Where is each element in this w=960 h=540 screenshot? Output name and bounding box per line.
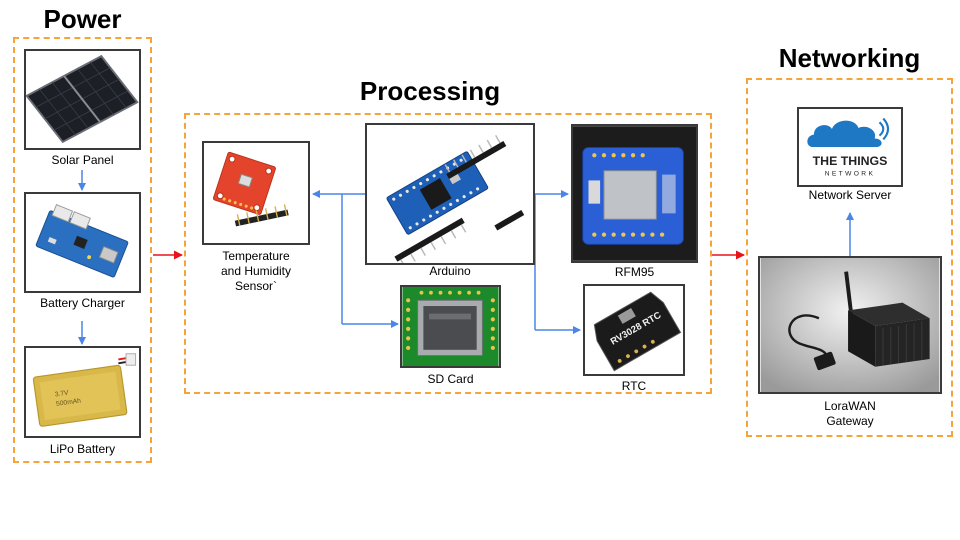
temperature-sensor-label: Temperature and Humidity Sensor`: [192, 249, 320, 294]
sd-card-image: [400, 285, 501, 368]
solar-panel-label: Solar Panel: [51, 153, 114, 167]
networking-title: Networking: [778, 43, 921, 73]
power-group: [13, 37, 152, 463]
processing-group: [184, 113, 712, 394]
temperature-sensor-label-line3: Sensor`: [234, 279, 278, 293]
temperature-sensor-label-line1: Temperature: [222, 249, 290, 263]
lipo-battery-image: 3.7V 500mAh: [24, 346, 141, 438]
battery-charger-image: [24, 192, 141, 293]
power-title: Power: [43, 4, 122, 34]
ttn-logo-line1: THE THINGS: [813, 154, 888, 168]
battery-capacity-text: 500mAh: [56, 397, 82, 407]
rfm95-label: RFM95: [614, 265, 655, 279]
sd-card-label: SD Card: [427, 372, 474, 386]
arduino-label: Arduino: [429, 264, 471, 278]
lorawan-gateway-image: [758, 256, 942, 394]
temperature-sensor-image: [202, 141, 310, 245]
ttn-logo-line2: NETWORK: [825, 171, 876, 178]
network-server-label: Network Server: [808, 188, 892, 202]
lorawan-gateway-label-line2: Gateway: [826, 414, 874, 428]
battery-charger-label: Battery Charger: [40, 296, 125, 310]
lorawan-gateway-label-line1: LoraWAN: [824, 399, 876, 413]
rtc-label: RTC: [621, 379, 647, 393]
solar-panel-image: [24, 49, 141, 150]
arduino-image: [365, 123, 535, 265]
temperature-sensor-label-line2: and Humidity: [220, 264, 292, 278]
network-server-image: THE THINGS NETWORK: [797, 107, 903, 187]
rfm95-image: [571, 124, 698, 263]
lipo-battery-label: LiPo Battery: [49, 442, 116, 456]
processing-title: Processing: [359, 76, 501, 106]
battery-voltage-text: 3.7V: [54, 390, 69, 399]
rtc-image: RV3028 RTC: [583, 284, 685, 376]
networking-group: [746, 78, 953, 437]
lorawan-gateway-label: LoraWAN Gateway: [758, 399, 942, 429]
